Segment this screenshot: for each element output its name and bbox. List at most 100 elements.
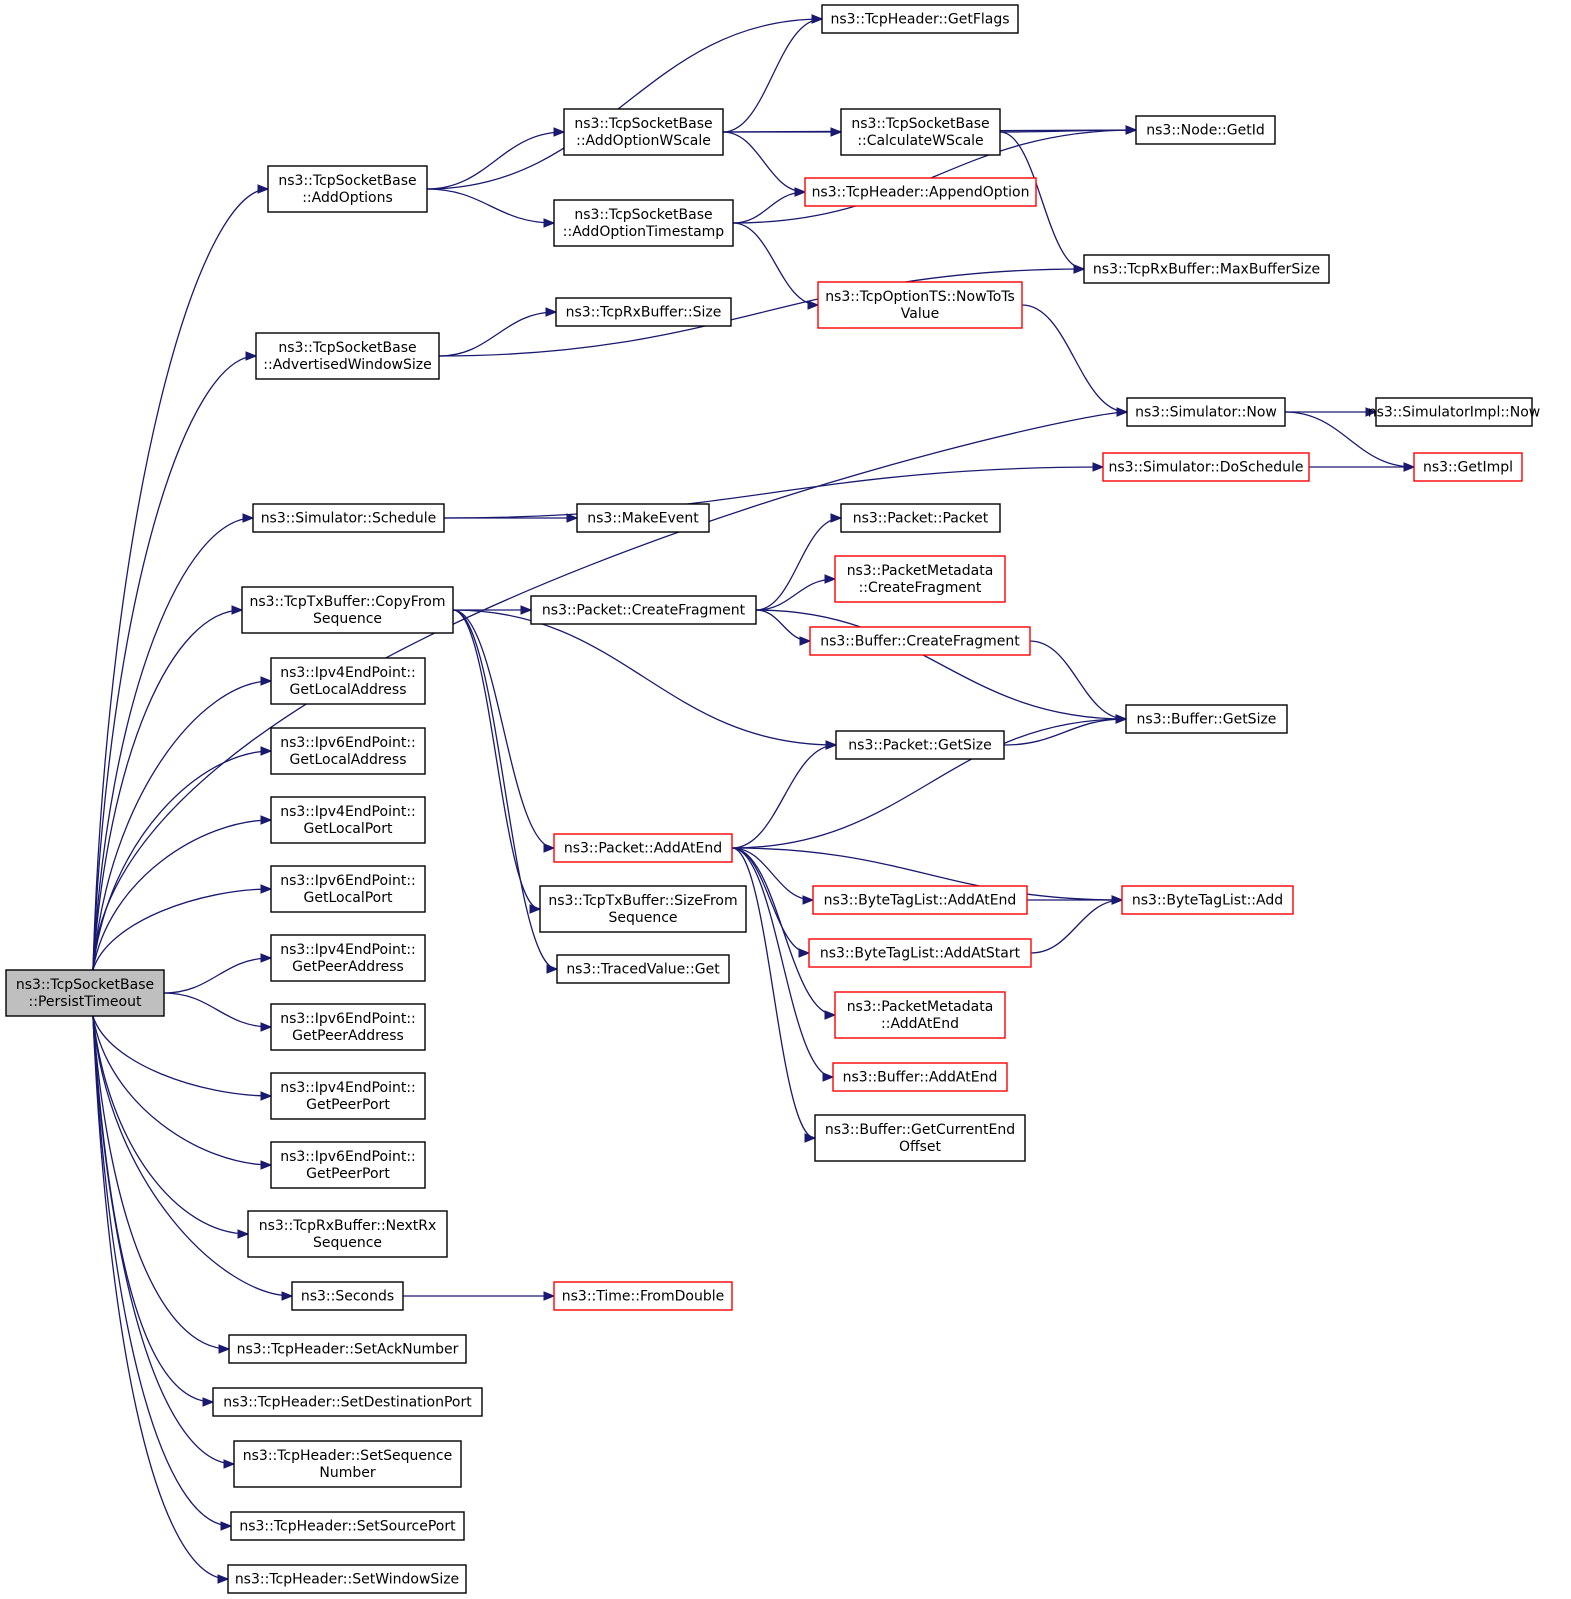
node-pmCreateFrag[interactable]: ns3::PacketMetadata::CreateFragment: [834, 555, 1006, 603]
node-calcWScale[interactable]: ns3::TcpSocketBase::CalculateWScale: [840, 108, 1001, 156]
node-label-ip4PeerAddr-line-0: ns3::Ipv4EndPoint::: [280, 942, 416, 958]
arrowhead-simNow-to-simImplNow: [1365, 407, 1378, 417]
arrowhead-root-to-setDest: [202, 1397, 215, 1407]
node-box-simNow: [1126, 397, 1286, 427]
call-edge-root-to-setDest: [92, 1015, 214, 1403]
node-box-schedule: [252, 503, 445, 533]
node-label-doSchedule-line-0: ns3::Simulator::DoSchedule: [1109, 460, 1304, 476]
node-label-pmAddAtEnd-line-0: ns3::PacketMetadata: [847, 999, 994, 1015]
node-btlAddAtEnd[interactable]: ns3::ByteTagList::AddAtEnd: [812, 885, 1028, 915]
node-ip4LocPort[interactable]: ns3::Ipv4EndPoint::GetLocalPort: [270, 796, 426, 844]
node-label-ip6PeerPort-line-1: GetPeerPort: [306, 1166, 390, 1182]
call-edge-nowToTs-to-simNow: [1021, 304, 1128, 413]
node-box-ip4PeerPort: [270, 1072, 426, 1120]
call-edge-schedule-to-doSchedule: [443, 466, 1104, 519]
node-doSchedule[interactable]: ns3::Simulator::DoSchedule: [1102, 452, 1310, 482]
call-edge-addTs-to-appendOpt: [732, 191, 806, 224]
arrowhead-root-to-ip6PeerAddr: [260, 1022, 273, 1032]
node-maxBufSize[interactable]: ns3::TcpRxBuffer::MaxBufferSize: [1083, 254, 1330, 284]
node-pktPacket[interactable]: ns3::Packet::Packet: [840, 503, 1001, 533]
node-fromDouble[interactable]: ns3::Time::FromDouble: [553, 1281, 733, 1311]
node-addTs[interactable]: ns3::TcpSocketBase::AddOptionTimestamp: [553, 199, 734, 247]
call-edge-root-to-schedule: [92, 517, 254, 971]
arrowhead-addAtEnd-to-pmAddAtEnd: [824, 1010, 837, 1020]
node-bufAddAtEnd[interactable]: ns3::Buffer::AddAtEnd: [832, 1062, 1008, 1092]
node-box-bufCreateFrag: [809, 626, 1031, 656]
call-edge-addTs-to-nowToTs: [732, 222, 819, 306]
node-box-fromDouble: [553, 1281, 733, 1311]
node-appendOpt[interactable]: ns3::TcpHeader::AppendOption: [804, 177, 1037, 207]
node-btlAddAtStart[interactable]: ns3::ByteTagList::AddAtStart: [808, 938, 1032, 968]
node-addWScale[interactable]: ns3::TcpSocketBase::AddOptionWScale: [563, 108, 724, 156]
node-createFrag[interactable]: ns3::Packet::CreateFragment: [530, 595, 757, 625]
node-ip4PeerAddr[interactable]: ns3::Ipv4EndPoint::GetPeerAddress: [270, 934, 426, 982]
node-btlAdd[interactable]: ns3::ByteTagList::Add: [1121, 885, 1294, 915]
node-box-createFrag: [530, 595, 757, 625]
node-label-ip4LocPort-line-0: ns3::Ipv4EndPoint::: [280, 804, 416, 820]
node-label-addWScale-line-1: ::AddOptionWScale: [576, 133, 711, 149]
node-pmAddAtEnd[interactable]: ns3::PacketMetadata::AddAtEnd: [834, 991, 1006, 1039]
node-ip4PeerPort[interactable]: ns3::Ipv4EndPoint::GetPeerPort: [270, 1072, 426, 1120]
node-label-copyFrom-line-1: Sequence: [313, 611, 382, 627]
node-label-ip6PeerAddr-line-1: GetPeerAddress: [292, 1028, 404, 1044]
node-pktGetSize[interactable]: ns3::Packet::GetSize: [835, 730, 1005, 760]
node-simNow[interactable]: ns3::Simulator::Now: [1126, 397, 1286, 427]
node-label-maxBufSize-line-0: ns3::TcpRxBuffer::MaxBufferSize: [1093, 262, 1320, 278]
node-addOptions[interactable]: ns3::TcpSocketBase::AddOptions: [267, 165, 428, 213]
arrowhead-addAtEnd-to-btlAddAtStart: [798, 948, 811, 958]
node-addAtEnd[interactable]: ns3::Packet::AddAtEnd: [553, 833, 733, 863]
node-box-simImplNow: [1375, 397, 1533, 427]
arrowhead-addAtEnd-to-pktGetSize: [825, 740, 838, 750]
node-ip6PeerPort[interactable]: ns3::Ipv6EndPoint::GetPeerPort: [270, 1141, 426, 1189]
node-ip4LocAddr[interactable]: ns3::Ipv4EndPoint::GetLocalAddress: [270, 657, 426, 705]
node-setAck[interactable]: ns3::TcpHeader::SetAckNumber: [228, 1334, 467, 1364]
arrowhead-addAtEnd-to-bufGetSize: [1115, 714, 1128, 724]
node-seconds[interactable]: ns3::Seconds: [291, 1281, 404, 1311]
arrowhead-addAtEnd-to-btlAddAtEnd: [802, 895, 815, 905]
node-label-sizeFromSeq-line-0: ns3::TcpTxBuffer::SizeFrom: [548, 893, 737, 909]
node-label-tracedGet-line-0: ns3::TracedValue::Get: [566, 962, 720, 978]
node-label-copyFrom-line-0: ns3::TcpTxBuffer::CopyFrom: [250, 594, 446, 610]
call-edge-root-to-setAck: [92, 1015, 230, 1350]
node-schedule[interactable]: ns3::Simulator::Schedule: [252, 503, 445, 533]
node-makeEvent[interactable]: ns3::MakeEvent: [576, 503, 710, 533]
node-label-setSrc-line-0: ns3::TcpHeader::SetSourcePort: [239, 1519, 456, 1535]
node-label-fromDouble-line-0: ns3::Time::FromDouble: [562, 1289, 725, 1305]
node-label-makeEvent-line-0: ns3::MakeEvent: [587, 511, 699, 527]
call-edge-copyFrom-to-sizeFromSeq: [452, 609, 541, 910]
node-box-setSrc: [230, 1511, 465, 1541]
node-setDest[interactable]: ns3::TcpHeader::SetDestinationPort: [212, 1387, 483, 1417]
node-getFlags[interactable]: ns3::TcpHeader::GetFlags: [821, 4, 1019, 34]
arrowhead-root-to-copyFrom: [231, 605, 244, 615]
node-tracedGet[interactable]: ns3::TracedValue::Get: [556, 954, 730, 984]
node-label-advWin-line-1: ::AdvertisedWindowSize: [263, 357, 431, 373]
node-ip6PeerAddr[interactable]: ns3::Ipv6EndPoint::GetPeerAddress: [270, 1003, 426, 1051]
call-edge-root-to-ip6LocPort: [92, 888, 272, 971]
node-box-setDest: [212, 1387, 483, 1417]
node-advWin[interactable]: ns3::TcpSocketBase::AdvertisedWindowSize: [255, 332, 440, 380]
node-nodeGetId[interactable]: ns3::Node::GetId: [1135, 115, 1276, 145]
node-getImpl[interactable]: ns3::GetImpl: [1413, 452, 1523, 482]
node-ip6LocPort[interactable]: ns3::Ipv6EndPoint::GetLocalPort: [270, 865, 426, 913]
call-edge-root-to-seconds: [92, 1015, 293, 1297]
call-edge-root-to-ip6LocAddr: [92, 750, 272, 971]
call-edges: [92, 14, 1416, 1584]
node-setWin[interactable]: ns3::TcpHeader::SetWindowSize: [227, 1564, 467, 1594]
node-bufCreateFrag[interactable]: ns3::Buffer::CreateFragment: [809, 626, 1031, 656]
node-label-bufGetCurEnd-line-1: Offset: [899, 1139, 942, 1155]
node-label-pmCreateFrag-line-0: ns3::PacketMetadata: [847, 563, 994, 579]
node-simImplNow[interactable]: ns3::SimulatorImpl::Now: [1368, 397, 1541, 427]
node-ip6LocAddr[interactable]: ns3::Ipv6EndPoint::GetLocalAddress: [270, 727, 426, 775]
node-bufGetSize[interactable]: ns3::Buffer::GetSize: [1125, 704, 1288, 734]
arrowhead-copyFrom-to-tracedGet: [546, 964, 559, 974]
node-setSrc[interactable]: ns3::TcpHeader::SetSourcePort: [230, 1511, 465, 1541]
call-edge-root-to-addOptions: [92, 188, 269, 971]
node-rxSize[interactable]: ns3::TcpRxBuffer::Size: [555, 297, 732, 327]
call-edge-root-to-ip6PeerAddr: [163, 992, 272, 1028]
